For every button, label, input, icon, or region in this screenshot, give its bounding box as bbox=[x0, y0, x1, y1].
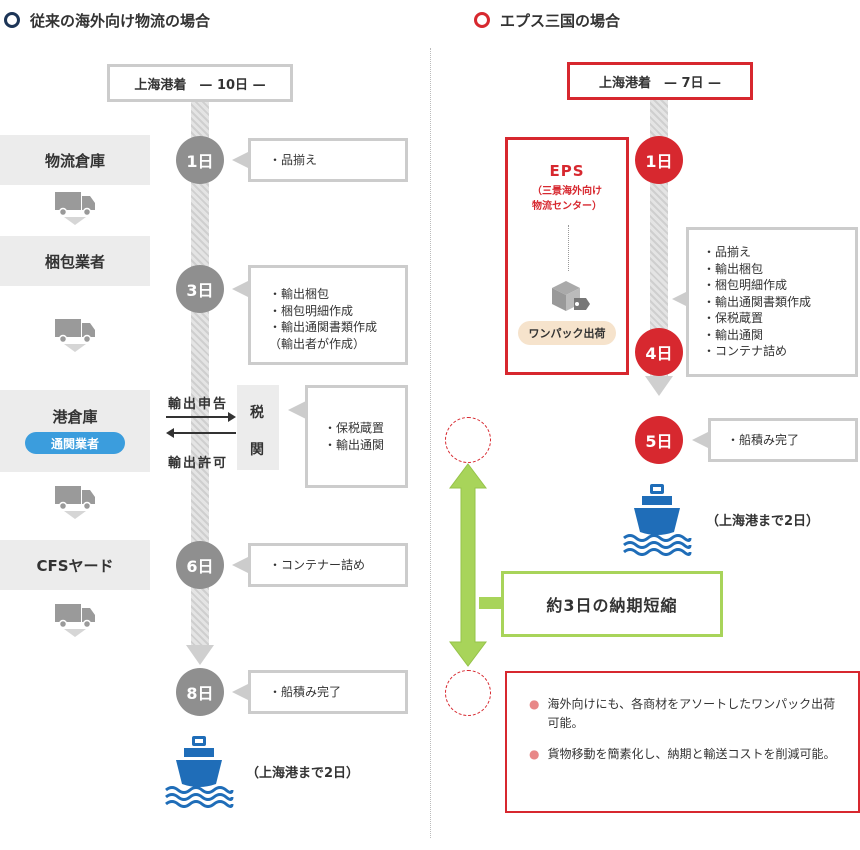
shorten-connector bbox=[479, 597, 503, 609]
waves-icon bbox=[623, 534, 692, 556]
right-port-arrival: 上海港着 — 7日 — bbox=[567, 62, 753, 100]
left-header: 従来の海外向け物流の場合 bbox=[4, 8, 210, 32]
callout-pointer bbox=[232, 151, 250, 169]
callout-pointer bbox=[232, 556, 250, 574]
callout-pointer bbox=[672, 290, 690, 308]
package-icon bbox=[552, 281, 590, 311]
task-item: ・品揃え bbox=[269, 153, 318, 167]
eps-subtitle-1: （三景海外向け bbox=[532, 186, 602, 197]
benefit-item: ● 貨物移動を簡素化し、納期と輸送コストを削減可能。 bbox=[529, 745, 838, 764]
task-box-2: ・輸出梱包 ・梱包明細作成 ・輸出通関書類作成 （輸出者が作成） bbox=[248, 265, 408, 365]
callout-pointer bbox=[232, 280, 250, 298]
down-arrow-icon bbox=[186, 645, 214, 665]
circle-bullet-icon bbox=[4, 12, 20, 28]
task-item: ・船積み完了 bbox=[269, 685, 342, 699]
benefit-text: 貨物移動を簡素化し、納期と輸送コストを削減可能。 bbox=[547, 747, 836, 761]
day-marker: 4日 bbox=[635, 328, 683, 376]
truck-icon bbox=[55, 192, 95, 225]
task-item: ・輸出梱包 bbox=[269, 287, 330, 301]
task-item: ・コンテナー詰め bbox=[269, 558, 366, 572]
bullet-dot-icon: ● bbox=[529, 747, 540, 761]
stage-logistics-warehouse: 物流倉庫 bbox=[0, 135, 150, 185]
eps-center-box: EPS （三景海外向け 物流センター） ワンパック出荷 bbox=[505, 137, 629, 375]
task-box-3: ・保税蔵置 ・輸出通関 bbox=[305, 385, 408, 488]
benefit-text: 海外向けにも、各商材をアソートしたワンパック出荷可能。 bbox=[547, 697, 836, 730]
benefit-item: ● 海外向けにも、各商材をアソートしたワンパック出荷可能。 bbox=[529, 695, 838, 733]
eps-title: EPS bbox=[549, 162, 585, 180]
stage-port-warehouse: 港倉庫 通関業者 bbox=[0, 390, 150, 472]
stage-port-warehouse-label: 港倉庫 bbox=[52, 408, 98, 426]
left-header-title: 従来の海外向け物流の場合 bbox=[30, 11, 211, 30]
eps-subtitle-2: 物流センター） bbox=[532, 201, 602, 212]
onepack-shipping-badge: ワンパック出荷 bbox=[518, 321, 616, 345]
task-item: ・輸出梱包 bbox=[703, 261, 764, 276]
customs-office: 税 関 bbox=[237, 385, 279, 470]
day-marker: 3日 bbox=[176, 265, 224, 313]
bullet-dot-icon: ● bbox=[529, 697, 540, 711]
double-arrow-icon bbox=[449, 463, 487, 667]
task-item: ・梱包明細作成 bbox=[703, 278, 788, 292]
right-ship-note: （上海港まで2日） bbox=[706, 514, 820, 529]
task-item: ・保税蔵置 bbox=[324, 421, 385, 435]
task-item: ・輸出通関 bbox=[703, 327, 764, 342]
task-item: ・輸出通関 bbox=[324, 437, 385, 452]
task-item: ・輸出通関書類作成 bbox=[269, 320, 378, 334]
callout-pointer bbox=[692, 431, 710, 449]
truck-icon bbox=[55, 319, 95, 352]
right-done-box: ・船積み完了 bbox=[708, 418, 858, 462]
left-ship-note: （上海港まで2日） bbox=[246, 766, 360, 781]
task-item: ・輸出通関書類作成 bbox=[703, 294, 812, 309]
customs-char: 税 bbox=[250, 405, 264, 421]
export-permit-label: 輸出許可 bbox=[168, 456, 229, 471]
right-arrow-icon bbox=[166, 412, 236, 422]
right-header-title: エプス三国の場合 bbox=[500, 11, 621, 30]
day-marker: 6日 bbox=[176, 541, 224, 589]
task-item: ・梱包明細作成 bbox=[269, 303, 354, 318]
task-item: ・船積み完了 bbox=[727, 433, 800, 447]
ship-icon bbox=[165, 736, 234, 808]
task-box-4: ・コンテナー詰め bbox=[248, 543, 408, 587]
circle-bullet-icon bbox=[474, 12, 490, 28]
callout-pointer bbox=[288, 401, 306, 419]
comparison-marker-bottom bbox=[445, 670, 491, 716]
ship-icon bbox=[623, 484, 692, 556]
task-item: ・保税蔵置 bbox=[703, 311, 764, 325]
waves-icon bbox=[165, 786, 234, 808]
task-item: （輸出者が作成） bbox=[269, 336, 366, 351]
left-arrow-icon bbox=[166, 428, 236, 438]
task-item: ・品揃え bbox=[703, 245, 752, 259]
day-marker: 8日 bbox=[176, 668, 224, 716]
comparison-marker-top bbox=[445, 417, 491, 463]
left-timeline-track bbox=[191, 102, 209, 650]
truck-icon bbox=[55, 486, 95, 519]
lead-time-reduction-box: 約3日の納期短縮 bbox=[501, 571, 723, 637]
left-port-arrival: 上海港着 — 10日 — bbox=[107, 64, 293, 102]
task-item: ・コンテナ詰め bbox=[703, 344, 788, 358]
stage-packer: 梱包業者 bbox=[0, 236, 150, 286]
day-marker: 5日 bbox=[635, 416, 683, 464]
day-marker: 1日 bbox=[635, 136, 683, 184]
customs-broker-badge: 通関業者 bbox=[25, 432, 125, 454]
right-header: エプス三国の場合 bbox=[474, 8, 620, 32]
task-box-1: ・品揃え bbox=[248, 138, 408, 182]
task-box-5: ・船積み完了 bbox=[248, 670, 408, 714]
right-task-box: ・品揃え ・輸出梱包 ・梱包明細作成 ・輸出通関書類作成 ・保税蔵置 ・輸出通関… bbox=[686, 227, 858, 377]
callout-pointer bbox=[232, 683, 250, 701]
customs-char: 関 bbox=[250, 442, 264, 458]
truck-icon bbox=[55, 604, 95, 637]
down-arrow-icon bbox=[645, 376, 673, 396]
column-divider bbox=[430, 48, 431, 838]
export-declaration-label: 輸出申告 bbox=[168, 397, 229, 412]
benefits-box: ● 海外向けにも、各商材をアソートしたワンパック出荷可能。 ● 貨物移動を簡素化… bbox=[505, 671, 860, 813]
stage-cfs-yard: CFSヤード bbox=[0, 540, 150, 590]
eps-connector bbox=[568, 225, 569, 271]
day-marker: 1日 bbox=[176, 136, 224, 184]
